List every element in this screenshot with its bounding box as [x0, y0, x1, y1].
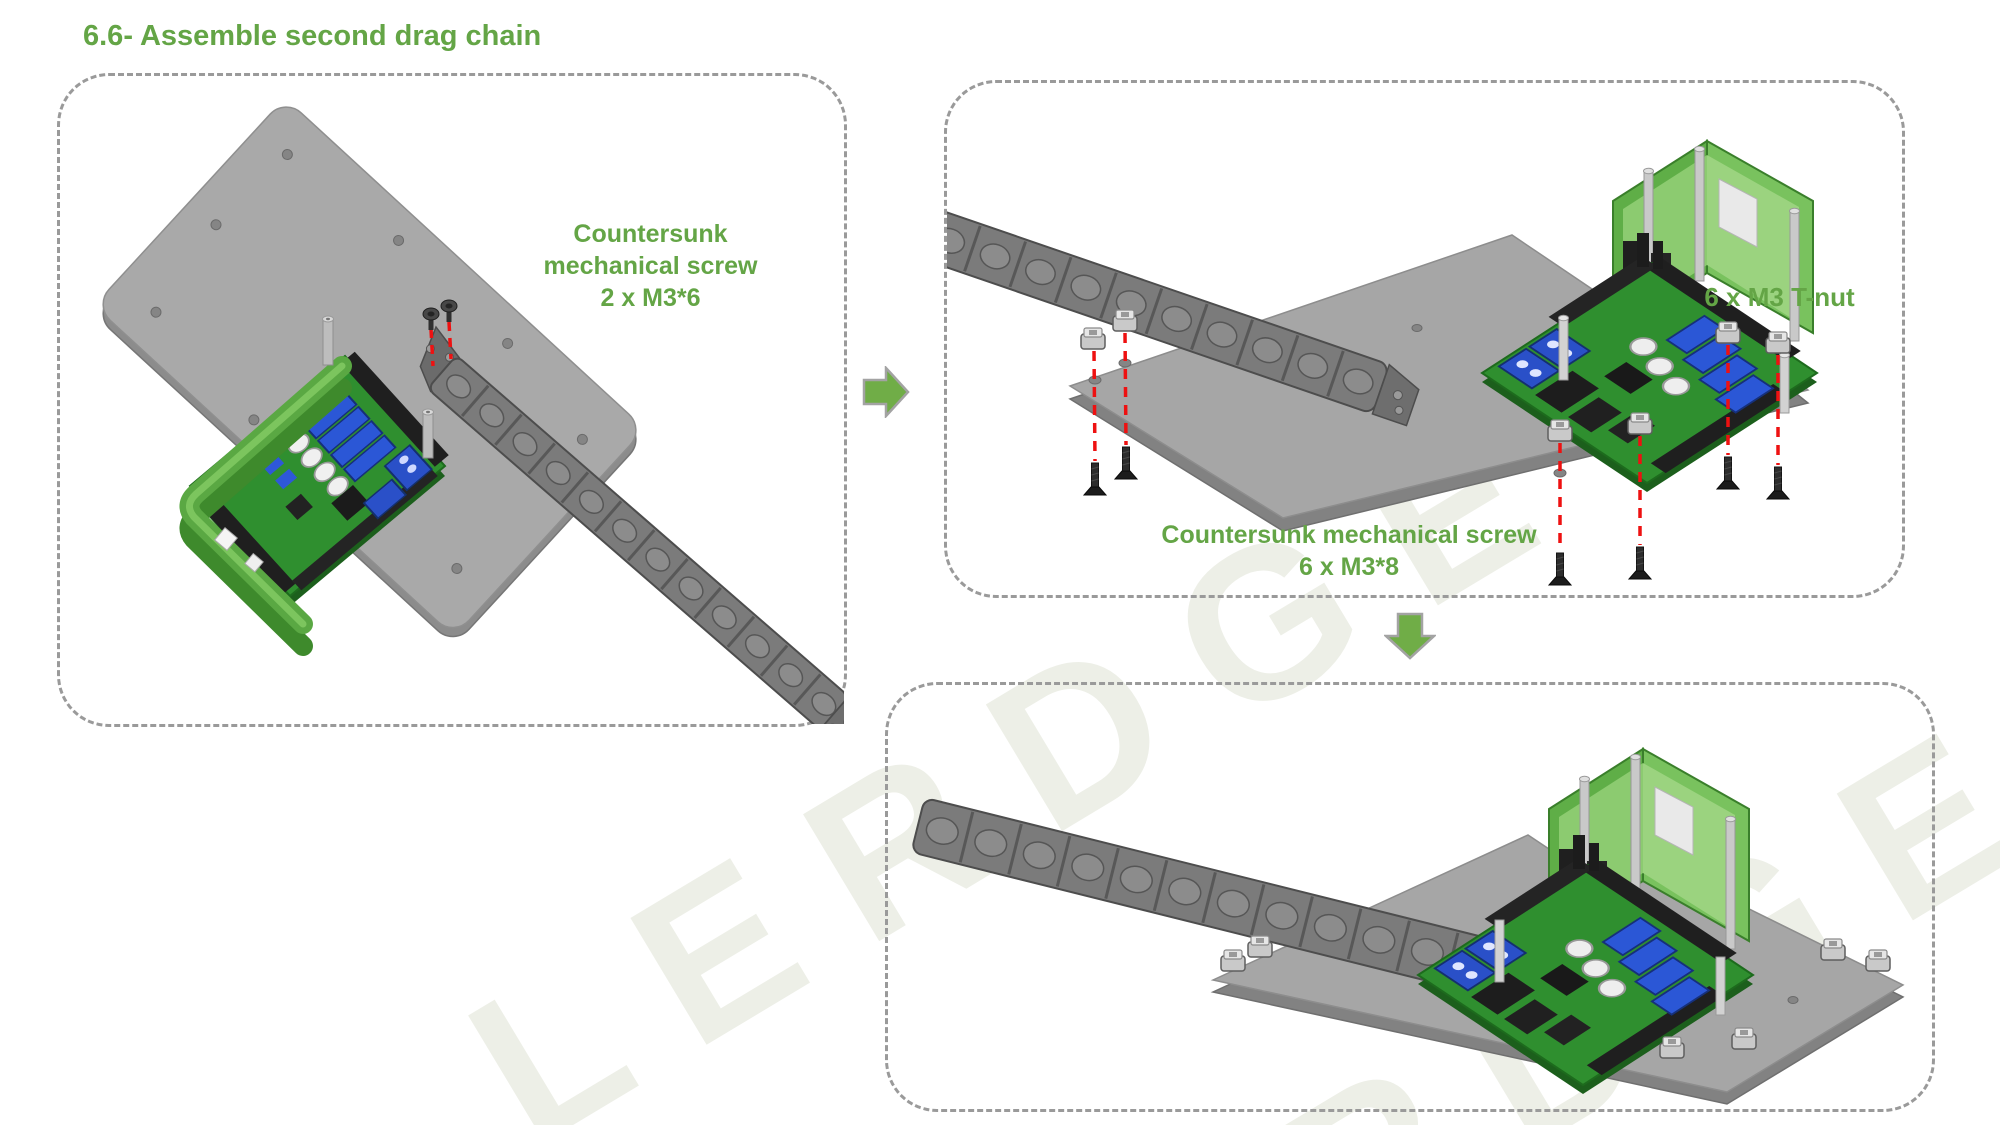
step-2-illustration [947, 139, 1819, 586]
chain-link-holes [446, 374, 837, 717]
fastener-guides [1092, 332, 1780, 551]
label-line: mechanical screw [543, 252, 758, 280]
label-line: Countersunk mechanical screw [1161, 521, 1537, 549]
chain-link-separators [460, 384, 822, 706]
controller-board-assembly [179, 315, 449, 656]
enclosure [179, 356, 352, 656]
panel-step-3 [885, 682, 1935, 1112]
screw-guides [422, 299, 458, 367]
label-line: 6 x M3 T-nut [1704, 282, 1855, 312]
drag-chain [419, 325, 844, 724]
panel-step-1: Countersunk mechanical screw 2 x M3*6 [57, 73, 847, 727]
label-m3-t-nut: 6 x M3 T-nut [1687, 281, 1872, 314]
step-3-illustration [912, 747, 1905, 1105]
arrow-right-icon [862, 366, 910, 418]
power-module [1718, 178, 1758, 248]
panel-step-2: 6 x M3 T-nut Countersunk mechanical scre… [944, 80, 1905, 598]
countersunk-screw-icon [422, 307, 440, 330]
controller-board [1416, 835, 1755, 1094]
drag-chain [947, 210, 1420, 427]
label-line: Countersunk [573, 220, 728, 248]
label-countersunk-screw-m3x8: Countersunk mechanical screw 6 x M3*8 [1159, 519, 1539, 583]
label-line: 6 x M3*8 [1298, 553, 1400, 581]
usb-port [214, 527, 238, 551]
step-1-illustration [102, 106, 844, 724]
label-countersunk-screw-m3x6: Countersunk mechanical screw 2 x M3*6 [543, 218, 758, 314]
arrow-down-icon [1384, 612, 1436, 660]
page-title: 6.6- Assemble second drag chain [83, 20, 542, 52]
label-line: 2 x M3*6 [600, 284, 701, 312]
standoffs [322, 315, 434, 459]
usb-port-2 [244, 552, 264, 573]
countersunk-screw-icon-2 [440, 299, 458, 322]
